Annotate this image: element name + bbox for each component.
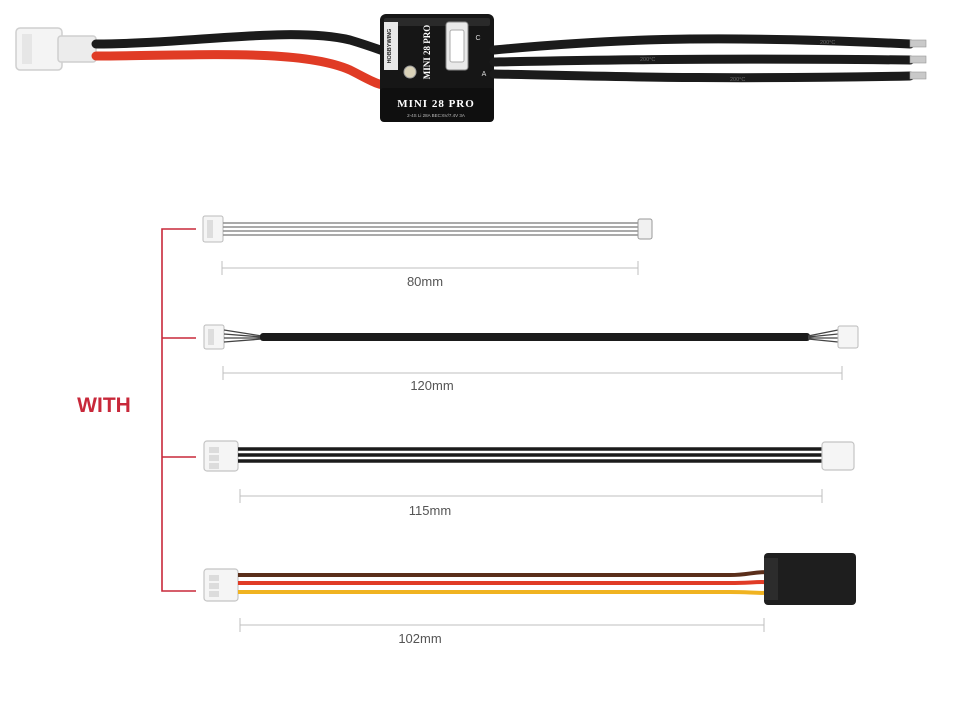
cable-120mm: 120mm bbox=[203, 324, 859, 393]
cable-80mm-dimension bbox=[221, 261, 639, 275]
esc-brand: HOBBYWING bbox=[387, 29, 393, 64]
cable-102mm-dimension bbox=[239, 618, 765, 632]
cable-102mm-left-plug bbox=[203, 568, 239, 602]
setup-button-icon bbox=[403, 65, 417, 79]
cable-120mm-dimension bbox=[222, 366, 843, 380]
black-power-wire bbox=[91, 30, 397, 59]
esc-title: MINI 28 PRO bbox=[397, 98, 475, 110]
cable-102mm-length: 102mm bbox=[398, 631, 441, 646]
wire-print-2: 200°C bbox=[730, 77, 745, 83]
esc-assembly: HOBBYWING MINI 28 PRO C A MINI 28 PRO 2-… bbox=[15, 14, 927, 122]
cable-80mm-length: 80mm bbox=[407, 274, 443, 289]
cable-102mm: 102mm bbox=[203, 553, 856, 646]
motor-wire-c bbox=[489, 69, 915, 83]
cable-115mm-right-plug bbox=[821, 441, 855, 471]
phase-label-a: A bbox=[482, 71, 487, 78]
servo-plug bbox=[764, 553, 856, 605]
signal-port-icon bbox=[445, 21, 469, 71]
brown-signal-wire bbox=[238, 570, 769, 577]
yellow-signal-wire bbox=[238, 590, 769, 595]
red-power-wire bbox=[91, 50, 397, 91]
wire-print-1: 200°C bbox=[640, 57, 655, 63]
esc-side-label: MINI 28 PRO bbox=[422, 25, 432, 80]
cable-115mm-dimension bbox=[239, 489, 823, 503]
with-label: WITH bbox=[77, 394, 131, 417]
cable-80mm-left-plug bbox=[202, 215, 224, 243]
cable-115mm-left-plug bbox=[203, 440, 239, 472]
esc-body: HOBBYWING MINI 28 PRO C A MINI 28 PRO 2-… bbox=[380, 14, 494, 122]
motor-wire-b bbox=[489, 54, 915, 67]
cable-120mm-right-plug bbox=[837, 325, 859, 349]
cable-80mm-right-plug bbox=[637, 218, 653, 240]
motor-wires: 200°C 200°C 200°C bbox=[489, 34, 927, 83]
esc-spec-line: 2-4S Li 28A BEC:6V/7.4V 3A bbox=[407, 113, 465, 118]
motor-wire-a bbox=[489, 34, 915, 55]
cable-120mm-length: 120mm bbox=[410, 378, 453, 393]
with-bracket bbox=[161, 228, 196, 592]
power-connector bbox=[15, 27, 97, 71]
cable-115mm-length: 115mm bbox=[409, 503, 451, 518]
cable-115mm: 115mm bbox=[203, 440, 855, 518]
wire-print-3: 200°C bbox=[820, 40, 835, 46]
phase-label-c: C bbox=[475, 35, 480, 42]
red-signal-wire bbox=[238, 580, 769, 585]
cable-120mm-left-plug bbox=[203, 324, 225, 350]
cable-80mm: 80mm bbox=[202, 215, 653, 289]
